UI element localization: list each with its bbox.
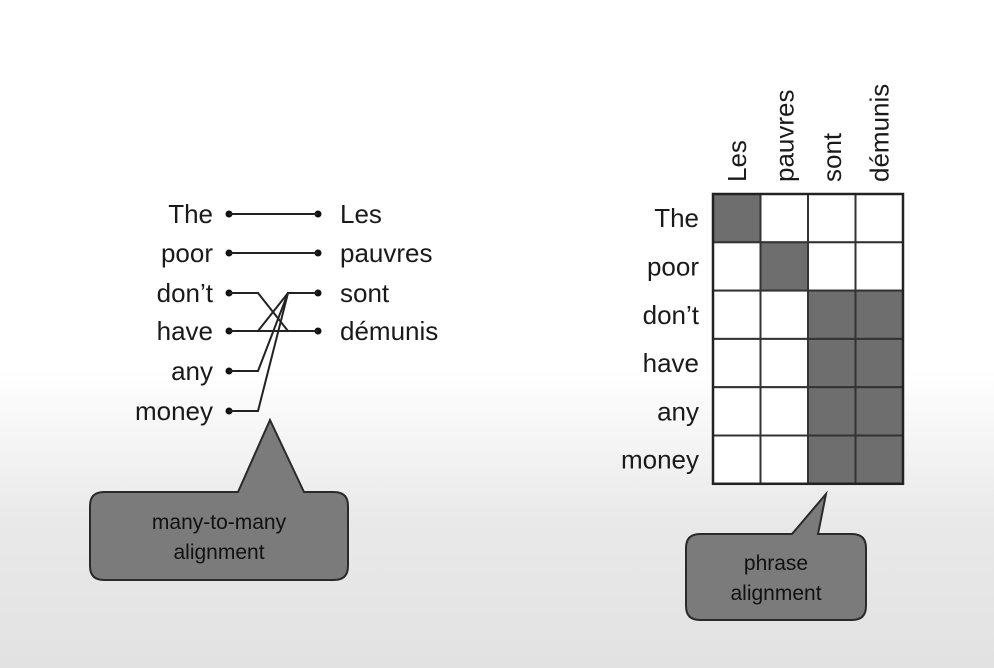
matrix-cell-empty	[759, 337, 809, 389]
matrix-row-label: The	[654, 203, 699, 233]
alignment-link	[229, 292, 318, 412]
matrix-cell-aligned	[854, 386, 904, 437]
phrase-callout: phrase alignment	[685, 490, 867, 621]
matrix-column-label: démunis	[864, 84, 894, 182]
matrix-column-label: pauvres	[769, 90, 799, 183]
alignment-links	[229, 213, 318, 412]
target-word: démunis	[340, 316, 438, 346]
matrix-cell-aligned	[712, 193, 762, 244]
matrix-cell-aligned	[807, 289, 857, 340]
matrix-cell-aligned	[854, 434, 904, 485]
matrix-cell-empty	[807, 193, 857, 244]
callout-label-line-2: alignment	[173, 541, 264, 564]
alignment-link	[229, 292, 318, 332]
source-word: have	[157, 316, 213, 346]
source-word-column: The poor don’t have any money	[135, 199, 233, 426]
source-word: poor	[161, 238, 213, 268]
target-word-column: Les pauvres sont démunis	[314, 199, 438, 346]
target-word: pauvres	[340, 238, 433, 268]
matrix-cell-empty	[807, 241, 857, 292]
matrix-cell-empty	[759, 193, 809, 244]
callout-bubble	[89, 417, 349, 581]
source-word: don’t	[157, 278, 214, 308]
callout-label-line-2: alignment	[730, 582, 821, 605]
many-to-many-diagram: The poor don’t have any money Les pauvres sont d…	[89, 199, 438, 581]
alignment-matrix	[711, 192, 905, 486]
matrix-cell-aligned	[807, 386, 857, 437]
matrix-cell-empty	[854, 241, 904, 292]
matrix-row-labels: The poor don’t have any money	[621, 203, 700, 475]
source-word: money	[135, 396, 213, 426]
phrase-alignment-diagram: Les pauvres sont démunis The poor don’t have an…	[621, 84, 905, 621]
matrix-cell-empty	[712, 289, 762, 340]
matrix-cell-empty	[712, 241, 762, 292]
source-word: The	[168, 199, 213, 229]
callout-bubble	[685, 490, 867, 621]
matrix-cell-empty	[712, 434, 762, 485]
matrix-cell-aligned	[854, 289, 904, 340]
matrix-column-labels: Les pauvres sont démunis	[722, 84, 895, 182]
matrix-cell-empty	[712, 386, 762, 437]
matrix-cell-aligned	[807, 434, 857, 485]
many-to-many-callout: many-to-many alignment	[89, 417, 349, 581]
matrix-row-label: don’t	[643, 300, 700, 330]
matrix-cell-empty	[759, 434, 809, 485]
matrix-cell-empty	[759, 289, 809, 340]
callout-label-line-1: phrase	[744, 552, 808, 575]
matrix-column-label: Les	[722, 140, 752, 182]
target-word: sont	[340, 278, 390, 308]
matrix-frame	[711, 192, 905, 486]
matrix-cell-aligned	[807, 337, 857, 389]
matrix-row-label: any	[657, 396, 699, 426]
matrix-cell-aligned	[854, 337, 904, 389]
target-word: Les	[340, 199, 382, 229]
matrix-cell-empty	[759, 386, 809, 437]
callout-label-line-1: many-to-many	[152, 511, 287, 534]
source-word: any	[171, 356, 213, 386]
matrix-row-label: poor	[647, 251, 699, 281]
matrix-row-label: money	[621, 445, 699, 475]
matrix-row-label: have	[643, 348, 699, 378]
matrix-cell-empty	[712, 337, 762, 389]
matrix-cell-empty	[854, 193, 904, 244]
matrix-cell-aligned	[759, 241, 809, 292]
matrix-column-label: sont	[817, 132, 847, 182]
